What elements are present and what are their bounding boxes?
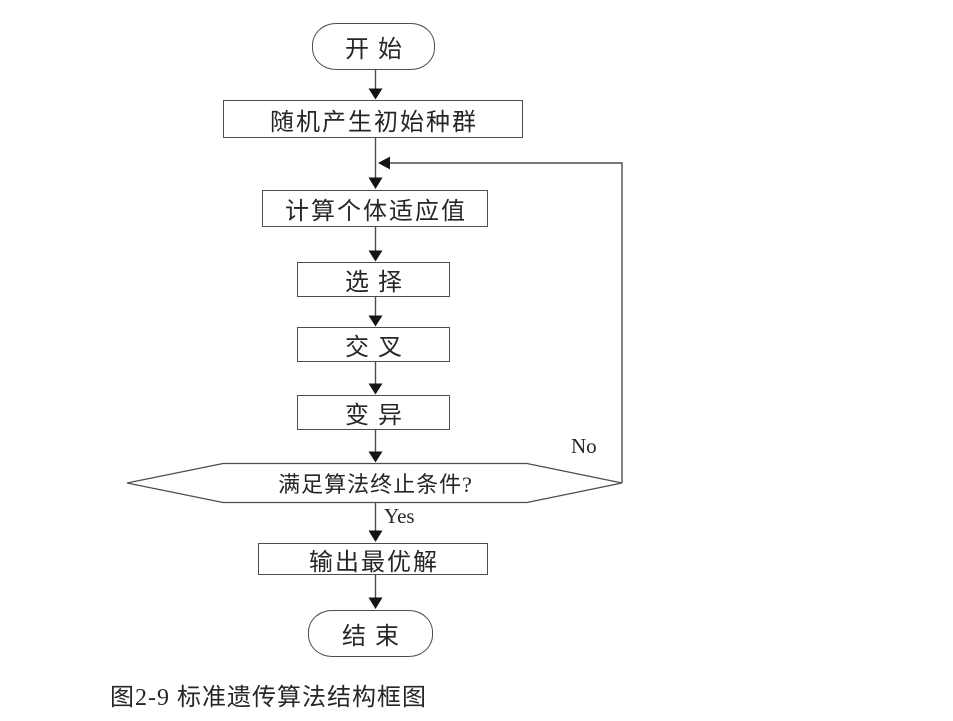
node-selection: 选择 — [297, 262, 450, 297]
arrowhead-into-mutation — [368, 383, 383, 395]
node-output: 输出最优解 — [258, 543, 488, 576]
node-start: 开始 — [312, 23, 435, 70]
node-start-label: 开始 — [345, 37, 411, 63]
node-output-label: 输出最优解 — [309, 549, 439, 576]
node-crossover-label: 交叉 — [345, 335, 411, 361]
node-fitness: 计算个体适应值 — [262, 190, 488, 227]
edge-label-yes: Yes — [384, 504, 415, 528]
arrowhead-into-decision — [368, 451, 383, 463]
node-mutation-label: 变异 — [345, 403, 411, 429]
node-crossover: 交叉 — [297, 327, 450, 362]
node-decision-label: 满足算法终止条件? — [278, 471, 473, 497]
node-init-population: 随机产生初始种群 — [223, 100, 523, 138]
edge-label-no: No — [571, 434, 597, 458]
node-init-population-label: 随机产生初始种群 — [270, 109, 478, 136]
figure-caption: 图2-9 标准遗传算法结构框图 — [110, 685, 427, 711]
node-selection-label: 选择 — [345, 270, 411, 296]
node-end: 结束 — [308, 610, 433, 657]
arrowhead-into-selection — [368, 250, 383, 262]
arrowhead-into-crossover — [368, 315, 383, 327]
node-decision: 满足算法终止条件? — [175, 462, 575, 503]
node-fitness-label: 计算个体适应值 — [285, 199, 467, 225]
node-end-label: 结束 — [342, 624, 408, 650]
node-mutation: 变异 — [297, 395, 450, 430]
arrowhead-into-end — [368, 597, 383, 609]
edge-no-feedback — [390, 162, 623, 483]
arrowhead-into-output — [368, 530, 383, 542]
arrowhead-into-init — [368, 88, 383, 100]
arrowhead-into-fitness — [368, 177, 383, 189]
decision-hexagon — [126, 462, 623, 504]
arrowhead-feedback-junction — [378, 156, 390, 170]
